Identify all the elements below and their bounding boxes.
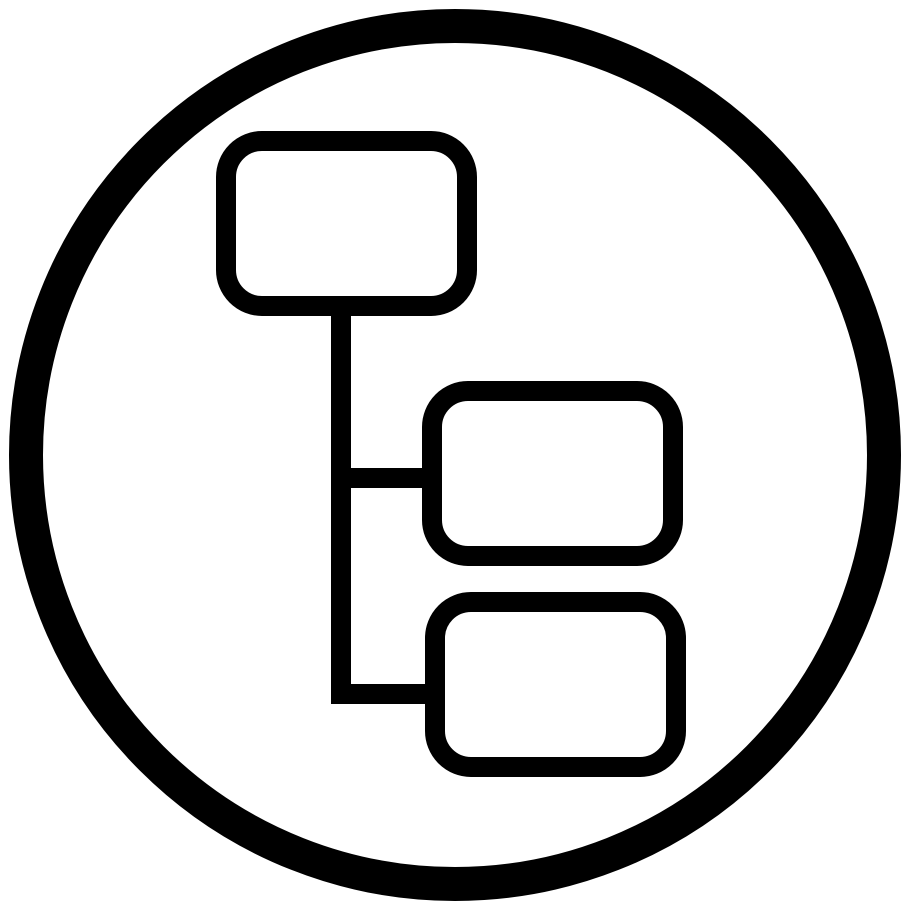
outer-circle bbox=[9, 9, 901, 901]
connector-trunk bbox=[331, 306, 432, 704]
child-node-1 bbox=[422, 381, 683, 566]
root-node bbox=[216, 131, 477, 316]
child-node-2 bbox=[425, 592, 686, 777]
